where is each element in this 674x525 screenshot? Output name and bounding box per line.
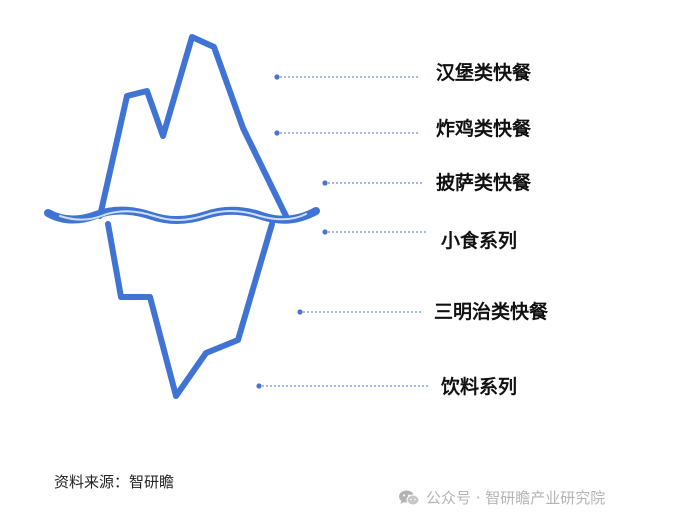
layer-label-snacks: 小食系列: [441, 230, 518, 252]
leader-sandwich: [297, 309, 422, 315]
layer-label-fried-chicken: 炸鸡类快餐: [436, 118, 532, 140]
leader-drinks: [256, 383, 428, 389]
iceberg-underwater-outline: [105, 221, 275, 399]
watermark-text: 公众号 · 智研瞻产业研究院: [426, 489, 606, 507]
iceberg-tip-outline: [97, 34, 289, 219]
leader-snacks: [322, 229, 428, 235]
source-note: 资料来源：智研瞻: [54, 473, 175, 491]
watermark: 公众号 · 智研瞻产业研究院: [398, 487, 605, 508]
leader-fried-chicken: [274, 130, 418, 136]
waterline-highlight: [59, 210, 307, 221]
wechat-icon: [398, 489, 420, 507]
leader-hamburger: [274, 74, 418, 80]
layer-label-pizza: 披萨类快餐: [436, 172, 532, 194]
layer-label-hamburger: 汉堡类快餐: [436, 62, 532, 84]
leader-pizza: [322, 180, 422, 186]
layer-label-drinks: 饮料系列: [441, 376, 518, 398]
layer-label-sandwich: 三明治类快餐: [434, 301, 549, 323]
